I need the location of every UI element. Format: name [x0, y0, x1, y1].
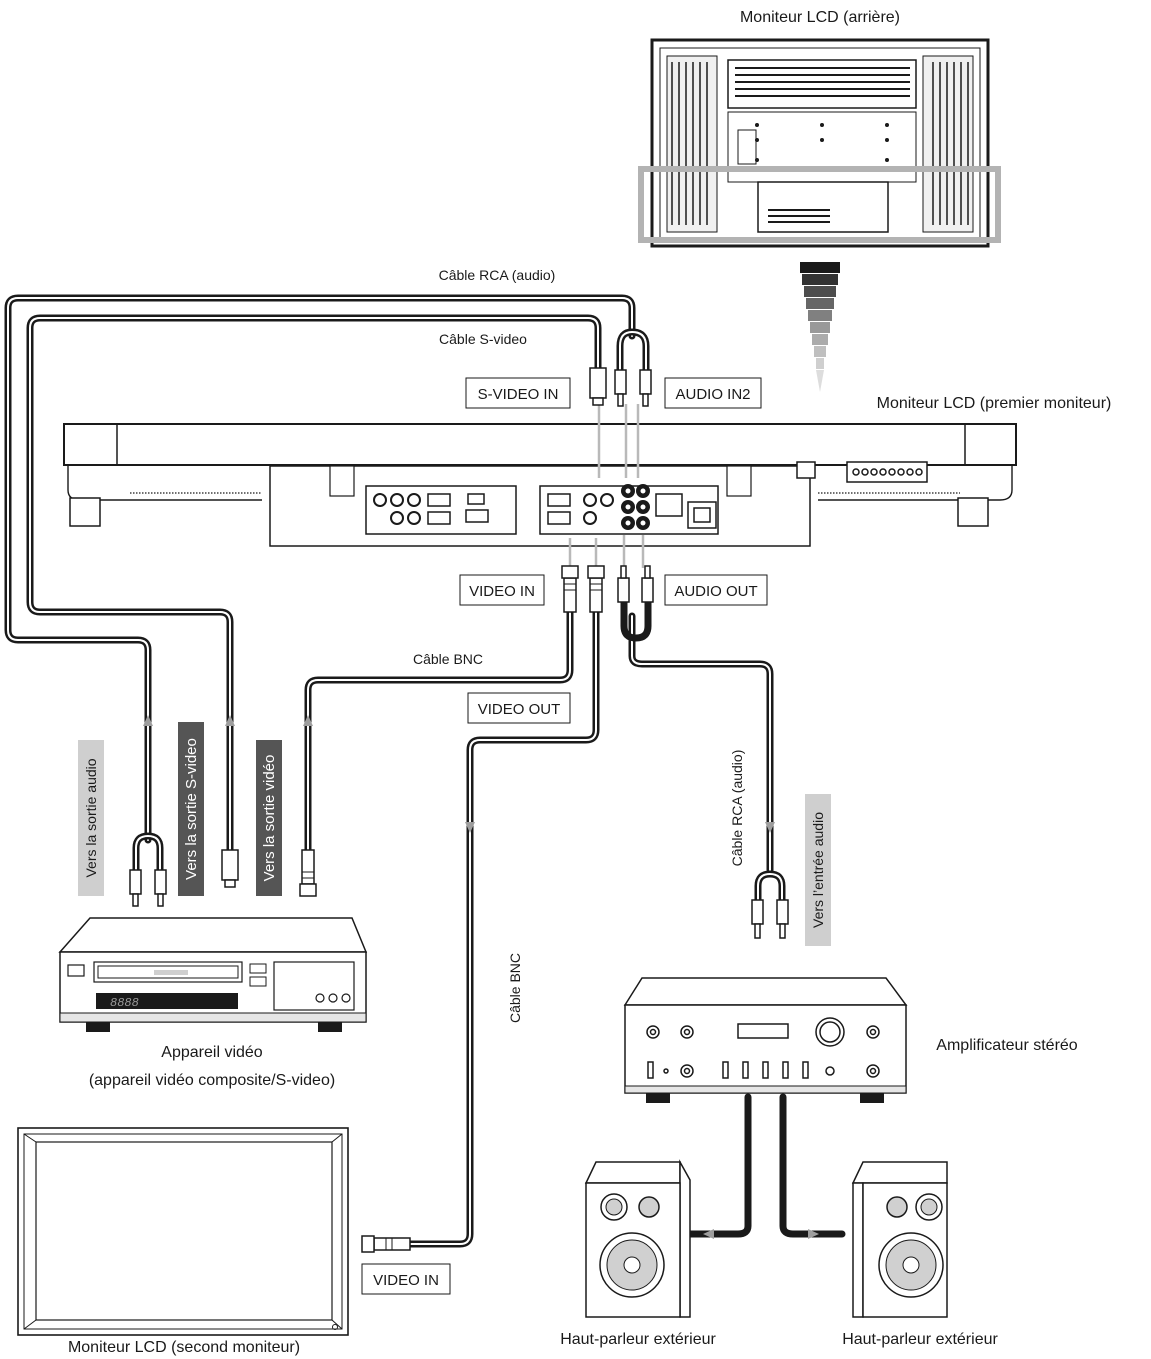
port-label-video-in-second: VIDEO IN [361, 1263, 451, 1295]
speaker-left-illustration [584, 1159, 691, 1318]
cable-label-bnc-top: Câble BNC [413, 651, 483, 667]
second-monitor-illustration [17, 1127, 349, 1336]
svg-text:VIDEO IN: VIDEO IN [373, 1272, 439, 1289]
tag-audio-output: Vers la sortie audio [78, 740, 104, 896]
svg-text:VIDEO IN: VIDEO IN [469, 583, 535, 600]
svg-text:8888: 8888 [110, 996, 139, 1010]
video-device-caption: Appareil vidéo [161, 1044, 263, 1061]
svg-text:Vers la sortie vidéo: Vers la sortie vidéo [261, 755, 278, 882]
signal-direction-arrows [143, 715, 819, 1239]
first-monitor-illustration [63, 423, 1017, 547]
speaker-right-caption: Haut-parleur extérieur [842, 1331, 998, 1348]
tag-s-video-output: Vers la sortie S-video [178, 722, 204, 896]
tag-audio-input: Vers l’entrée audio [805, 794, 831, 946]
video-device-subcaption: (appareil vidéo composite/S-video) [89, 1072, 335, 1089]
svg-text:Vers la sortie S-video: Vers la sortie S-video [183, 738, 200, 880]
port-label-audio-in2: AUDIO IN2 [664, 377, 762, 409]
amplifier-caption: Amplificateur stéréo [936, 1037, 1077, 1054]
video-device-illustration: 8888 [58, 917, 368, 1032]
svg-text:Vers l’entrée audio: Vers l’entrée audio [810, 812, 826, 928]
tag-video-output: Vers la sortie vidéo [256, 740, 282, 896]
port-label-video-out: VIDEO OUT [467, 692, 571, 724]
cable-label-s-video: Câble S-video [439, 331, 527, 347]
zoom-gradient-arrow [800, 262, 840, 392]
port-label-s-video-in: S-VIDEO IN [465, 377, 571, 409]
first-monitor-caption: Moniteur LCD (premier moniteur) [877, 395, 1112, 412]
port-label-video-in: VIDEO IN [459, 574, 545, 606]
cable-label-rca-audio-vertical: Câble RCA (audio) [729, 750, 745, 867]
svg-text:VIDEO OUT: VIDEO OUT [478, 701, 561, 718]
svg-text:S-VIDEO IN: S-VIDEO IN [478, 386, 559, 403]
second-monitor-caption: Moniteur LCD (second moniteur) [68, 1339, 300, 1356]
svg-text:AUDIO OUT: AUDIO OUT [674, 583, 757, 600]
cable-label-rca-audio-top: Câble RCA (audio) [439, 267, 556, 283]
svg-text:AUDIO IN2: AUDIO IN2 [675, 386, 750, 403]
speaker-right-illustration [851, 1161, 948, 1318]
connection-guide-lines [568, 404, 645, 568]
rear-monitor-caption: Moniteur LCD (arrière) [740, 9, 900, 26]
plug-connectors [129, 367, 789, 1253]
cable-label-bnc-vertical: Câble BNC [507, 953, 523, 1023]
amplifier-illustration [623, 977, 908, 1103]
rear-monitor-illustration [638, 38, 1001, 248]
port-label-audio-out: AUDIO OUT [664, 574, 768, 606]
speaker-left-caption: Haut-parleur extérieur [560, 1331, 716, 1348]
svg-text:Vers la sortie audio: Vers la sortie audio [83, 758, 99, 877]
